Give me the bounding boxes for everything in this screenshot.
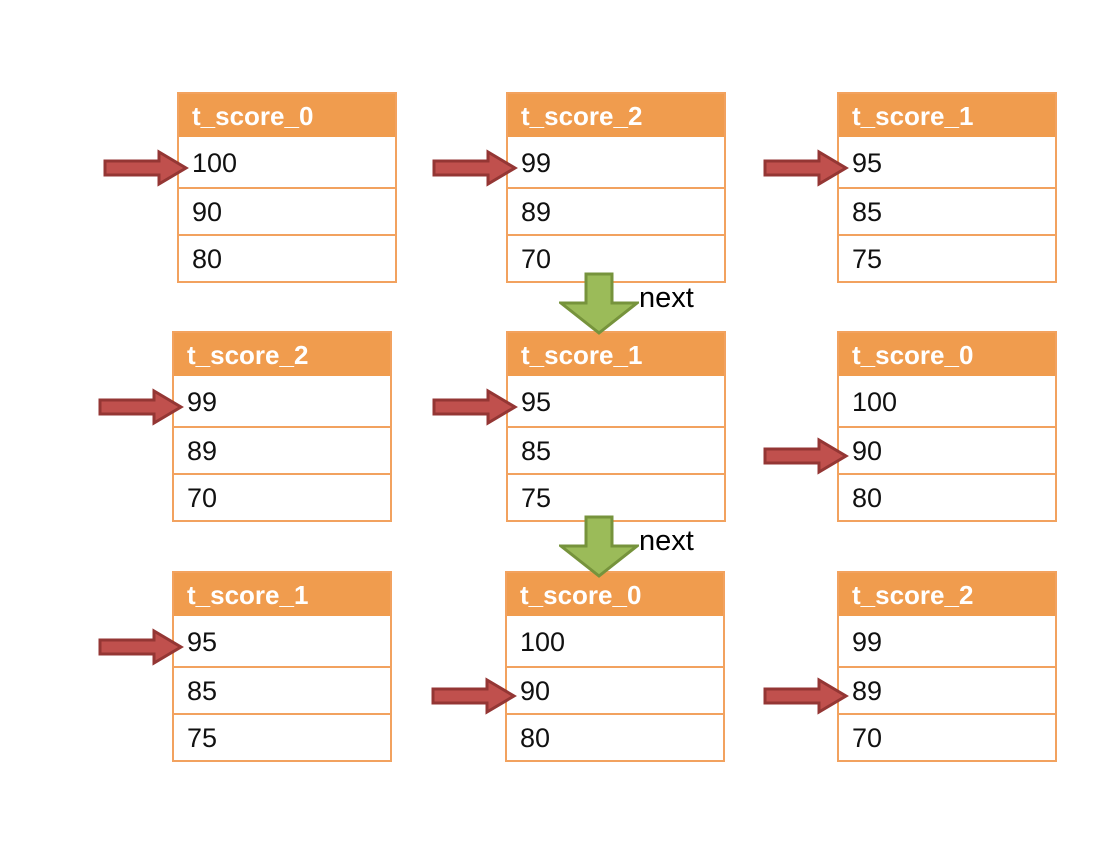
table-header: t_score_1 — [508, 333, 724, 379]
row-pointer-arrow-icon — [98, 388, 184, 426]
row-pointer-arrow-icon — [98, 628, 184, 666]
table-row: 85 — [174, 666, 390, 713]
table-header: t_score_2 — [508, 94, 724, 140]
table-row: 80 — [507, 713, 723, 760]
row-pointer-arrow-icon — [103, 149, 189, 187]
score-table: t_score_0 100 90 80 — [431, 571, 725, 762]
score-table: t_score_2 99 89 70 — [432, 92, 726, 283]
table-title: t_score_0 — [852, 340, 974, 370]
next-label: next — [639, 525, 694, 557]
next-label: next — [639, 282, 694, 314]
table-title: t_score_0 — [192, 101, 314, 131]
table-title: t_score_2 — [852, 580, 974, 610]
table-row: 100 — [179, 140, 395, 187]
table-title: t_score_1 — [521, 340, 643, 370]
table-row: 89 — [508, 187, 724, 234]
score-table: t_score_2 99 89 70 — [98, 331, 392, 522]
score-table: t_score_2 99 89 70 — [763, 571, 1057, 762]
row-pointer-arrow-icon — [763, 149, 849, 187]
next-connector: next — [559, 272, 729, 336]
table-title: t_score_2 — [521, 101, 643, 131]
row-pointer-arrow-icon — [763, 437, 849, 475]
next-arrow-icon — [559, 272, 639, 335]
table-title: t_score_0 — [520, 580, 642, 610]
table-header: t_score_0 — [179, 94, 395, 140]
table-row: 99 — [508, 140, 724, 187]
next-arrow-icon — [559, 515, 639, 578]
row-pointer-arrow-icon — [432, 388, 518, 426]
score-table: t_score_0 100 90 80 — [103, 92, 397, 283]
table-row: 99 — [174, 379, 390, 426]
table-header: t_score_0 — [839, 333, 1055, 379]
next-connector: next — [559, 515, 729, 579]
row-pointer-arrow-icon — [431, 677, 517, 715]
table-row: 80 — [179, 234, 395, 281]
score-table: t_score_0 100 90 80 — [763, 331, 1057, 522]
table-row: 89 — [839, 666, 1055, 713]
table-row: 75 — [508, 473, 724, 520]
table-header: t_score_0 — [507, 573, 723, 619]
table-row: 90 — [839, 426, 1055, 473]
score-table: t_score_1 95 85 75 — [98, 571, 392, 762]
table-row: 100 — [507, 619, 723, 666]
table-row: 90 — [507, 666, 723, 713]
table-header: t_score_1 — [839, 94, 1055, 140]
score-table: t_score_1 95 85 75 — [763, 92, 1057, 283]
table-row: 90 — [179, 187, 395, 234]
table-title: t_score_1 — [852, 101, 974, 131]
table-row: 85 — [508, 426, 724, 473]
table-row: 89 — [174, 426, 390, 473]
table-row: 95 — [174, 619, 390, 666]
table-title: t_score_1 — [187, 580, 309, 610]
table-row: 75 — [839, 234, 1055, 281]
score-table: t_score_1 95 85 75 — [432, 331, 726, 522]
table-row: 75 — [174, 713, 390, 760]
table-row: 95 — [508, 379, 724, 426]
table-header: t_score_2 — [839, 573, 1055, 619]
table-row: 85 — [839, 187, 1055, 234]
table-row: 80 — [839, 473, 1055, 520]
table-row: 99 — [839, 619, 1055, 666]
table-title: t_score_2 — [187, 340, 309, 370]
table-row: 100 — [839, 379, 1055, 426]
row-pointer-arrow-icon — [763, 677, 849, 715]
row-pointer-arrow-icon — [432, 149, 518, 187]
table-row: 70 — [839, 713, 1055, 760]
table-row: 70 — [508, 234, 724, 281]
table-row: 70 — [174, 473, 390, 520]
table-row: 95 — [839, 140, 1055, 187]
table-header: t_score_2 — [174, 333, 390, 379]
table-header: t_score_1 — [174, 573, 390, 619]
